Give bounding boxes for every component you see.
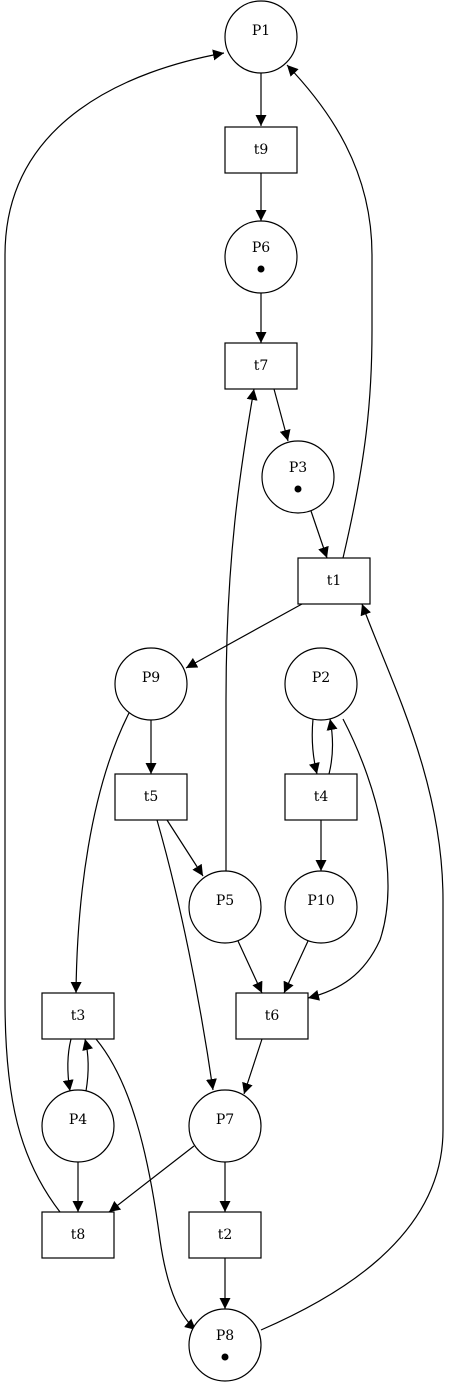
place-label: P5 — [216, 893, 234, 909]
arc-p2-to-t6 — [307, 718, 389, 1001]
place-p3: P3 — [261, 440, 335, 514]
transition-box — [284, 773, 358, 821]
arc-t1-to-p1 — [286, 64, 373, 559]
arc-p5-to-t6 — [237, 940, 263, 994]
arcs-layer — [4, 49, 444, 1331]
place-circle — [284, 647, 358, 721]
place-label: P8 — [216, 1328, 234, 1344]
place-label: P6 — [252, 240, 270, 256]
place-label: P2 — [312, 670, 330, 686]
place-circle — [41, 1089, 115, 1163]
place-circle — [114, 647, 188, 721]
place-p10: P10 — [284, 870, 358, 944]
transition-t1: t1 — [297, 557, 371, 605]
transition-t2: t2 — [188, 1211, 262, 1259]
place-circle — [188, 1308, 262, 1382]
arc-t3-to-p8 — [95, 1038, 197, 1331]
transition-label: t3 — [71, 1008, 86, 1024]
transition-label: t8 — [71, 1227, 86, 1243]
arc-t5-to-p7 — [156, 819, 217, 1091]
arc-t1-to-p9 — [185, 603, 303, 669]
place-p1: P1 — [224, 0, 298, 74]
transition-t9: t9 — [224, 126, 298, 174]
place-p6: P6 — [224, 220, 298, 294]
place-label: P7 — [216, 1112, 234, 1128]
transition-label: t7 — [254, 358, 269, 374]
place-p8: P8 — [188, 1308, 262, 1382]
transition-box — [41, 992, 115, 1040]
arc-t8-to-p1 — [4, 49, 225, 1213]
token — [221, 1353, 229, 1361]
transition-box — [114, 773, 188, 821]
transition-t6: t6 — [235, 992, 309, 1040]
place-p2: P2 — [284, 647, 358, 721]
transition-t7: t7 — [224, 342, 298, 390]
place-circle — [188, 870, 262, 944]
place-label: P3 — [289, 460, 307, 476]
transition-t3: t3 — [41, 992, 115, 1040]
transition-label: t5 — [144, 789, 159, 805]
transition-label: t4 — [314, 789, 329, 805]
place-circle — [284, 870, 358, 944]
place-label: P10 — [307, 893, 334, 909]
arc-p8-to-t1 — [260, 603, 444, 1331]
arc-p9-to-t3 — [70, 712, 130, 994]
place-p9: P9 — [114, 647, 188, 721]
transition-box — [224, 126, 298, 174]
transition-label: t2 — [218, 1227, 233, 1243]
arc-p10-to-t6 — [283, 940, 309, 994]
arc-t5-to-p5 — [166, 819, 204, 877]
place-circle — [188, 1089, 262, 1163]
transition-box — [297, 557, 371, 605]
transition-box — [235, 992, 309, 1040]
transition-label: t6 — [265, 1008, 280, 1024]
transition-t8: t8 — [41, 1211, 115, 1259]
arc-p5-to-t7 — [225, 388, 258, 871]
arc-t6-to-p7 — [242, 1038, 263, 1095]
arc-t7-to-p3 — [273, 388, 291, 442]
place-p4: P4 — [41, 1089, 115, 1163]
token — [294, 485, 302, 493]
place-circle — [224, 0, 298, 74]
token — [257, 265, 265, 273]
place-label: P1 — [252, 23, 270, 39]
arc-p3-to-t1 — [310, 510, 329, 559]
transition-t5: t5 — [114, 773, 188, 821]
arc-t4-to-p2 — [326, 718, 338, 775]
transition-label: t9 — [254, 142, 269, 158]
place-label: P4 — [69, 1112, 87, 1128]
place-p7: P7 — [188, 1089, 262, 1163]
place-p5: P5 — [188, 870, 262, 944]
place-label: P9 — [142, 670, 160, 686]
arc-p4-to-t3 — [82, 1038, 94, 1092]
place-circle — [224, 220, 298, 294]
transition-box — [188, 1211, 262, 1259]
place-circle — [261, 440, 335, 514]
transition-label: t1 — [327, 573, 342, 589]
arc-t3-to-p4 — [62, 1038, 74, 1092]
arc-p7-to-t8 — [108, 1145, 195, 1213]
transition-box — [224, 342, 298, 390]
arc-p2-to-t4 — [308, 718, 320, 775]
transition-box — [41, 1211, 115, 1259]
transition-t4: t4 — [284, 773, 358, 821]
